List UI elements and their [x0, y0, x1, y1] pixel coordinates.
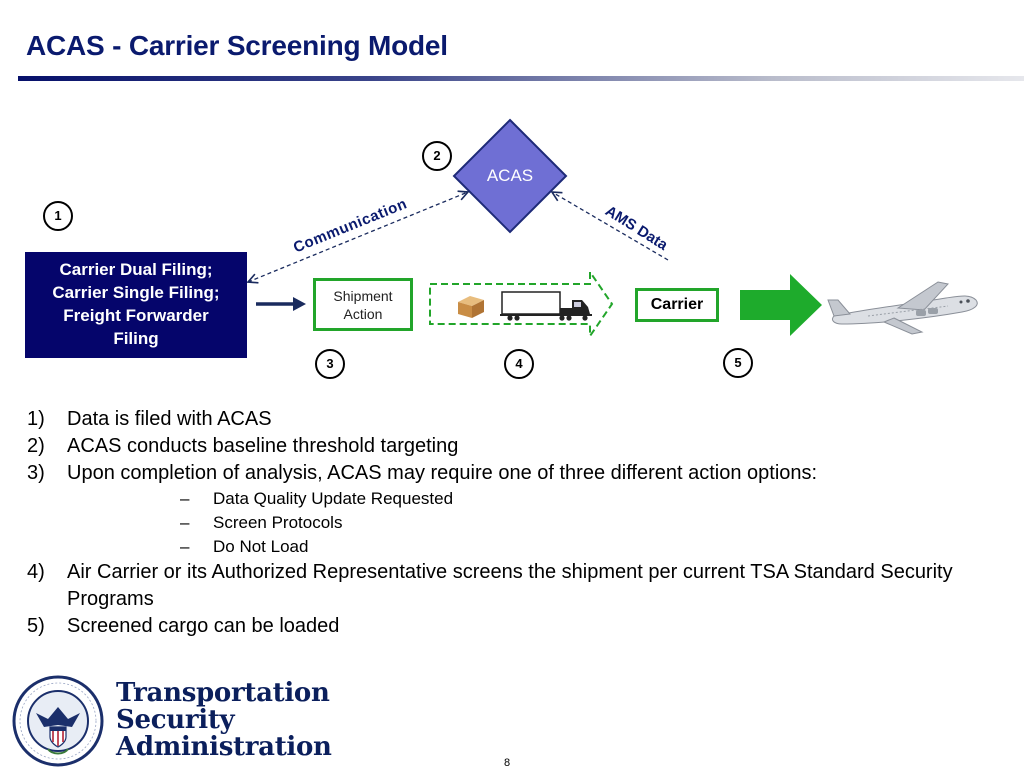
agency-line: Transportation — [116, 678, 330, 708]
screening-diagram: Communication AMS Data — [0, 118, 978, 340]
step-text: Data is filed with ACAS — [67, 408, 272, 430]
option-text: Data Quality Update Requested — [213, 489, 454, 508]
page-number: 8 — [504, 757, 511, 769]
communication-label: Communication — [291, 195, 410, 256]
shipment-action-box: Shipment Action — [313, 278, 413, 331]
acas-label: ACAS — [486, 166, 534, 185]
filing-line: Carrier Single Filing; — [52, 283, 220, 302]
slide-title: ACAS - Carrier Screening Model — [26, 30, 448, 61]
acas-diamond — [452, 118, 568, 234]
tsa-wordmark: Transportation Security Administration — [116, 680, 332, 761]
list-item: 1) Data is filed with ACAS — [27, 406, 987, 433]
steps-list: 1) Data is filed with ACAS 2) ACAS condu… — [27, 406, 987, 640]
action-option-item: – Screen Protocols — [27, 511, 987, 535]
filing-types-box: Carrier Dual Filing; Carrier Single Fili… — [25, 252, 247, 358]
action-option-item: – Do Not Load — [27, 535, 987, 559]
action-option-item: – Data Quality Update Requested — [27, 487, 987, 511]
step-text: Air Carrier or its Authorized Representa… — [67, 561, 953, 610]
step-marker-4: 4 — [504, 349, 534, 379]
agency-line: Administration — [116, 732, 332, 762]
step-number: 3) — [27, 462, 45, 484]
agency-line: Security — [116, 705, 235, 735]
step-marker-1: 1 — [43, 201, 73, 231]
semi-truck-icon — [500, 291, 592, 321]
step-marker-3: 3 — [315, 349, 345, 379]
cardboard-box-icon — [458, 296, 484, 318]
ams-data-label: AMS Data — [602, 202, 671, 254]
shipment-action-line: Action — [343, 306, 383, 322]
step-number: 5) — [27, 615, 45, 637]
option-dash: – — [180, 513, 190, 532]
list-item: 3) Upon completion of analysis, ACAS may… — [27, 460, 987, 487]
step-number: 4) — [27, 561, 45, 583]
filing-line: Filing — [113, 329, 159, 348]
shipment-action-line: Shipment — [333, 288, 393, 304]
airplane-icon — [827, 281, 978, 335]
option-dash: – — [180, 489, 190, 508]
filing-line: Carrier Dual Filing; — [59, 260, 213, 279]
step-number: 2) — [27, 435, 45, 457]
step-number: 1) — [27, 408, 45, 430]
step-text: Screened cargo can be loaded — [67, 615, 340, 637]
list-item: 5) Screened cargo can be loaded — [27, 613, 987, 640]
filing-line: Freight Forwarder — [63, 306, 209, 325]
list-item: 4) Air Carrier or its Authorized Represe… — [27, 559, 987, 613]
ams-data-arrow — [552, 192, 669, 261]
step-text: Upon completion of analysis, ACAS may re… — [67, 462, 818, 484]
loading-arrow — [740, 274, 822, 336]
filing-to-shipment-arrow-head — [293, 297, 306, 311]
list-item: 2) ACAS conducts baseline threshold targ… — [27, 433, 987, 460]
step-text: ACAS conducts baseline threshold targeti… — [67, 435, 459, 457]
title-underline — [18, 76, 1024, 81]
dhs-seal-icon — [12, 675, 104, 767]
option-dash: – — [180, 537, 190, 556]
option-text: Screen Protocols — [213, 513, 343, 532]
step-marker-2: 2 — [422, 141, 452, 171]
carrier-box: Carrier — [635, 288, 719, 322]
step-marker-5: 5 — [723, 348, 753, 378]
option-text: Do Not Load — [213, 537, 309, 556]
communication-arrow — [248, 192, 468, 282]
